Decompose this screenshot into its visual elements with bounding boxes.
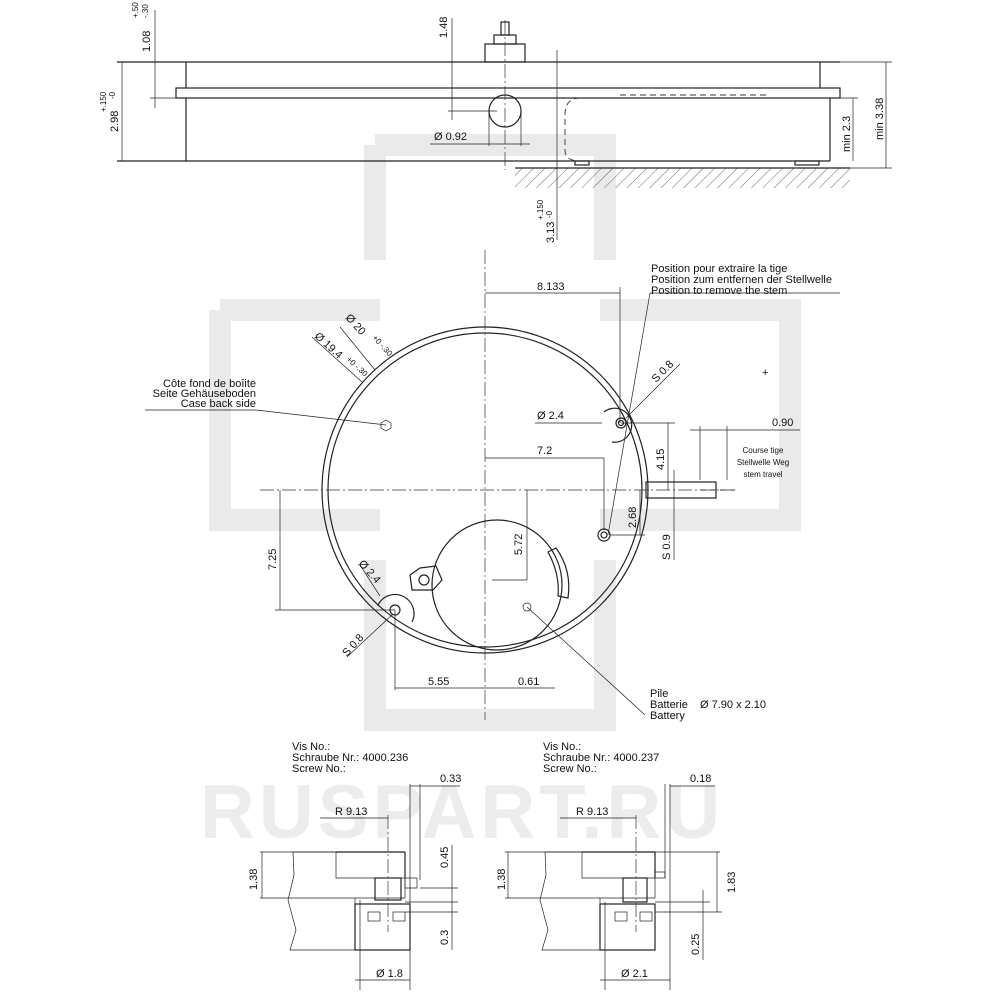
note-line: Côte fond de boîite <box>163 378 256 390</box>
note-line: Case back side <box>181 398 256 410</box>
dim-diameter: Ø 1.8 <box>376 968 403 980</box>
dim-3-13: 3.13 <box>545 222 557 243</box>
tol: +0 -.30 <box>345 355 370 379</box>
dim-offset: 0.18 <box>690 773 711 785</box>
dim-2-68: 2.68 <box>627 507 639 528</box>
dim-5-55: 5.55 <box>428 676 449 688</box>
dim-5-72: 5.72 <box>513 534 525 555</box>
note-line: Course tige <box>743 446 784 455</box>
dim-min-2-3: min 2.3 <box>841 116 853 152</box>
stem-travel-note: Course tige Stellwelle Weg stem travel <box>737 446 789 479</box>
dim-7-25: 7.25 <box>267 549 279 570</box>
dim-diameter-0-92: Ø 0.92 <box>434 131 467 143</box>
dim-0-61: 0.61 <box>518 676 539 688</box>
screw-label: Vis No.: <box>543 741 581 753</box>
screw-detail-2: Vis No.: Schraube Nr.: 4000.237 Screw No… <box>496 741 738 990</box>
dim-1-48: 1.48 <box>438 17 450 38</box>
screw-label: Vis No.: <box>292 741 330 753</box>
dim-radius: R 9.13 <box>576 806 608 818</box>
screw-label: Schraube Nr.: 4000.237 <box>543 752 659 764</box>
case-back-note: Côte fond de boîite Seite Gehäuseboden C… <box>153 378 256 410</box>
dim-height: 0.45 <box>439 847 451 868</box>
dim-s-0-8: S 0.8 <box>340 632 366 659</box>
note-line: Pile <box>650 688 668 700</box>
dim-8-133: 8.133 <box>537 281 565 293</box>
dim-1-08: 1.08 <box>141 31 153 52</box>
dim-offset: 0.33 <box>440 773 461 785</box>
dim-min-3-38: min 3.38 <box>874 98 886 140</box>
tol: +0 -.30 <box>371 333 395 358</box>
screw-label: Screw No.: <box>543 763 597 775</box>
note-line: Battery <box>650 710 685 722</box>
dim-height: 1.83 <box>726 872 738 893</box>
note-line: Position pour extraire la tige <box>651 263 787 275</box>
dim-height: 1.38 <box>248 869 260 890</box>
dim-2-98: 2.98 <box>109 111 121 132</box>
cross-mark: + <box>762 367 768 379</box>
screw-label: Screw No.: <box>292 763 346 775</box>
dim-diameter-2-4: Ø 2.4 <box>537 410 564 422</box>
note-line: Stellwelle Weg <box>737 458 789 467</box>
battery-size: Ø 7.90 x 2.10 <box>700 699 766 711</box>
note-line: stem travel <box>743 470 782 479</box>
note-line: Position zum entfernen der Stellwelle <box>651 274 832 286</box>
note-line: Seite Gehäuseboden <box>153 388 256 400</box>
battery-outline <box>431 519 563 651</box>
dim-height: 1.38 <box>496 869 508 890</box>
top-side-view: 1.08 +.50 -.30 1.48 2.98 +.150 -0 Ø 0.92… <box>99 2 892 243</box>
note-line: Batterie <box>650 699 688 711</box>
watermark <box>209 134 801 731</box>
tol-plus: +.150 <box>536 199 545 220</box>
tol-minus: -.30 <box>141 4 150 18</box>
dim-radius: R 9.13 <box>335 806 367 818</box>
battery-note: Pile Batterie Battery Ø 7.90 x 2.10 <box>650 688 766 722</box>
dim-0-90: 0.90 <box>772 417 793 429</box>
dim-7-2: 7.2 <box>537 445 552 457</box>
tol-plus: +.50 <box>131 2 140 18</box>
note-line: Position to remove the stem <box>651 285 787 297</box>
stem-removal-note: Position pour extraire la tige Position … <box>651 263 832 297</box>
screw-label: Schraube Nr.: 4000.236 <box>292 752 408 764</box>
watermark-text: RUSPART.RU <box>200 770 724 855</box>
dim-height: 0.3 <box>439 930 451 945</box>
tol-minus: -0 <box>545 210 554 218</box>
dim-diameter: Ø 2.1 <box>621 968 648 980</box>
tol-minus: -0 <box>108 91 117 99</box>
screw-detail-1: Vis No.: Schraube Nr.: 4000.236 Screw No… <box>248 741 461 990</box>
dim-4-15: 4.15 <box>655 449 667 470</box>
dim-s-0-9: S 0.9 <box>661 534 673 560</box>
dim-height: 0.25 <box>690 934 702 955</box>
tol-plus: +.150 <box>99 91 108 112</box>
dim-diameter-19-4: Ø 19.4 <box>312 330 345 361</box>
